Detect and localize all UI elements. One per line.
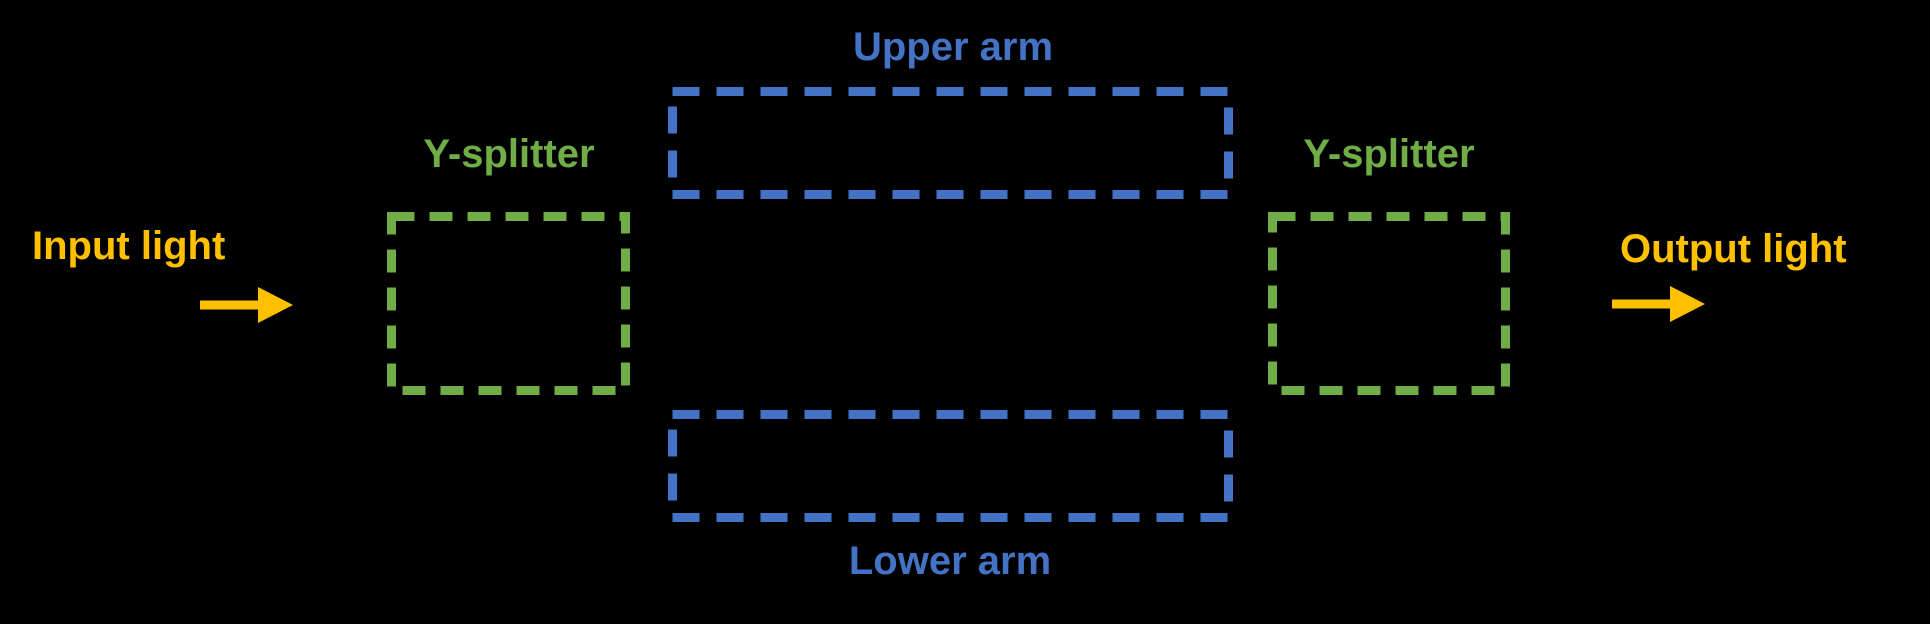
input-light-label: Input light (32, 224, 226, 268)
output-light-arrow-icon (1612, 286, 1705, 322)
lower-arm-box (668, 410, 1233, 522)
lower-arm-label: Lower arm (848, 539, 1052, 583)
y-splitter-right-label: Y-splitter (1303, 132, 1475, 176)
upper-arm-box (668, 87, 1233, 199)
y-splitter-right-box (1268, 212, 1510, 395)
output-light-label: Output light (1620, 227, 1847, 271)
input-light-arrow-icon (200, 287, 293, 323)
y-splitter-left-box (387, 212, 630, 395)
upper-arm-label: Upper arm (852, 25, 1054, 69)
y-splitter-left-label: Y-splitter (423, 132, 595, 176)
